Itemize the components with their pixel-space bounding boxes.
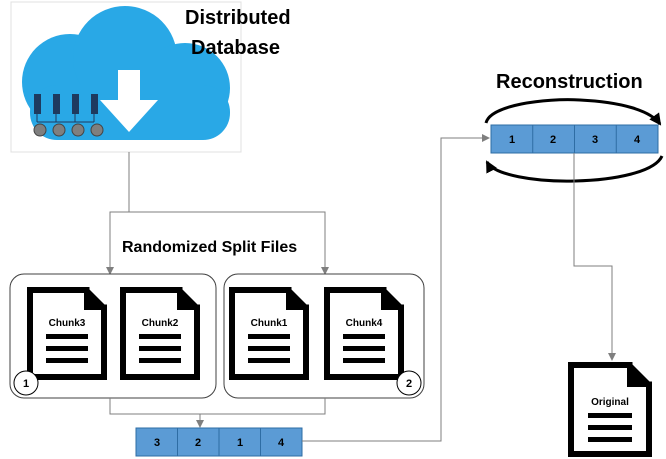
title-line-1: Distributed bbox=[185, 7, 291, 29]
document-icon: Chunk2 bbox=[120, 287, 200, 380]
distributed-database: Distributed Database bbox=[10, 1, 291, 153]
merge-connector bbox=[109, 398, 326, 428]
stored-chunk-strip: 3 2 1 4 bbox=[135, 427, 303, 457]
rotation-arrows bbox=[484, 98, 664, 183]
strip-cell: 3 bbox=[592, 134, 598, 146]
strip-cell: 2 bbox=[195, 437, 201, 449]
svg-text:1: 1 bbox=[23, 378, 29, 390]
reconstruct-connector bbox=[302, 134, 490, 442]
split-connectors bbox=[106, 152, 329, 275]
server-rack-icon bbox=[34, 94, 98, 123]
strip-cell: 1 bbox=[237, 437, 243, 449]
database-icon bbox=[33, 123, 104, 137]
download-arrow-icon bbox=[100, 70, 158, 132]
cloud-icon bbox=[22, 6, 230, 140]
reconstructed-strip: 1 2 3 4 bbox=[490, 124, 659, 154]
original-label: Original bbox=[591, 397, 629, 408]
group-badge: 1 bbox=[13, 370, 39, 396]
chunk-label: Chunk2 bbox=[142, 318, 179, 329]
chunk-label: Chunk3 bbox=[49, 318, 86, 329]
reconstruction-heading: Reconstruction bbox=[496, 71, 643, 93]
chunk-label: Chunk4 bbox=[346, 318, 383, 329]
strip-cell: 1 bbox=[509, 134, 515, 146]
document-icon: Chunk3 bbox=[27, 287, 107, 380]
original-document-icon: Original bbox=[568, 362, 652, 457]
strip-cell: 4 bbox=[634, 134, 641, 146]
chunk-group-1: Chunk3 Chunk2 1 bbox=[9, 273, 217, 399]
chunk-group-2: Chunk1 Chunk4 2 bbox=[223, 273, 425, 399]
document-icon: Chunk4 bbox=[324, 287, 404, 380]
chunk-label: Chunk1 bbox=[251, 318, 288, 329]
split-heading: Randomized Split Files bbox=[122, 239, 297, 256]
strip-cell: 3 bbox=[154, 437, 160, 449]
title-line-2: Database bbox=[191, 37, 280, 59]
strip-cell: 2 bbox=[550, 134, 556, 146]
svg-text:2: 2 bbox=[406, 378, 412, 390]
document-icon: Chunk1 bbox=[229, 287, 309, 380]
strip-cell: 4 bbox=[278, 437, 285, 449]
group-badge: 2 bbox=[396, 370, 422, 396]
original-connector bbox=[573, 153, 616, 361]
